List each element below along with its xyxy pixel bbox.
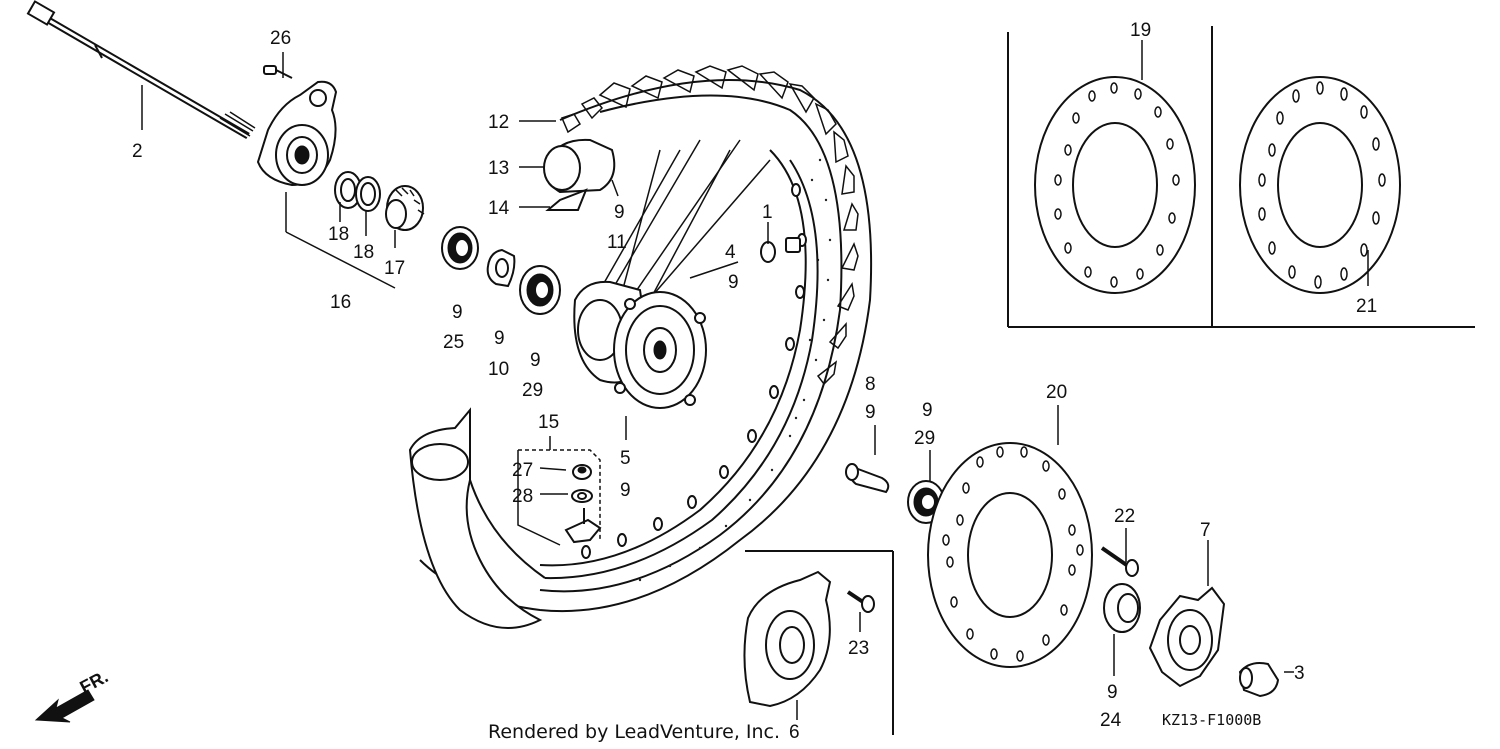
dust-seal-plate [743, 570, 875, 708]
inner-tube [543, 138, 616, 211]
callout-17: 17 [384, 258, 405, 279]
callout-9b: 9 [494, 328, 505, 349]
callout-23: 23 [848, 638, 869, 659]
front-hub [573, 280, 707, 409]
callout-18a: 18 [328, 224, 349, 245]
callout-22: 22 [1114, 506, 1135, 527]
callout-5: 5 [620, 448, 631, 469]
rim-spoke-holes [581, 183, 807, 559]
callout-3: 3 [1294, 663, 1305, 684]
brake-disc-21 [1239, 76, 1401, 294]
callout-9i: 9 [1107, 682, 1118, 703]
brake-disc-20 [927, 442, 1093, 668]
callout-26: 26 [270, 28, 291, 49]
callout-27: 27 [512, 460, 533, 481]
callout-14: 14 [488, 198, 510, 219]
callout-9a: 9 [452, 302, 463, 323]
front-axle [26, 0, 256, 140]
spokes [599, 139, 771, 311]
callout-18b: 18 [353, 242, 374, 263]
inset-frames [745, 26, 1475, 735]
leader-lines [141, 40, 1369, 720]
callout-1: 1 [762, 202, 773, 223]
speedometer-gearbox [256, 65, 338, 187]
callout-12: 12 [488, 112, 509, 133]
brake-disc-19 [1034, 76, 1196, 294]
callout-9d: 9 [614, 202, 625, 223]
callout-2: 2 [132, 141, 143, 162]
front-wheel [408, 65, 873, 629]
callout-9g: 9 [865, 402, 876, 423]
callout-28: 28 [512, 486, 533, 507]
callout-21: 21 [1356, 296, 1377, 317]
callout-16: 16 [330, 292, 351, 313]
callout-9h: 9 [922, 400, 933, 421]
callout-10: 10 [488, 359, 509, 380]
callout-9e: 9 [728, 272, 739, 293]
callout-29b: 29 [914, 428, 935, 449]
rim-lock-kit [517, 449, 602, 546]
spoke-nipple [760, 237, 801, 263]
callout-7: 7 [1200, 520, 1211, 541]
callout-11: 11 [607, 232, 627, 253]
callout-24: 24 [1100, 710, 1122, 731]
callout-8: 8 [865, 374, 876, 395]
callout-20: 20 [1046, 382, 1067, 403]
speedometer-washers [334, 171, 425, 231]
callout-6: 6 [789, 722, 800, 743]
hub-bearings-left [441, 226, 561, 315]
disc-mount-parts [1100, 546, 1280, 698]
fr-label: FR. [76, 666, 111, 697]
callout-15: 15 [538, 412, 559, 433]
callout-4: 4 [725, 242, 736, 263]
distance-collar [845, 463, 945, 524]
callout-9f: 9 [620, 480, 631, 501]
diagram-code: KZ13-F1000B [1162, 711, 1261, 729]
credit-text: Rendered by LeadVenture, Inc. [488, 721, 780, 743]
callout-13: 13 [488, 158, 509, 179]
front-direction-arrow: FR. [34, 666, 111, 723]
callout-labels: 26 2 18 18 17 16 9 25 9 10 9 29 12 13 14… [132, 20, 1377, 743]
callout-9c: 9 [530, 350, 541, 371]
callout-25: 25 [443, 332, 464, 353]
tire-texture [638, 158, 832, 582]
callout-29a: 29 [522, 380, 543, 401]
callout-19: 19 [1130, 20, 1151, 41]
